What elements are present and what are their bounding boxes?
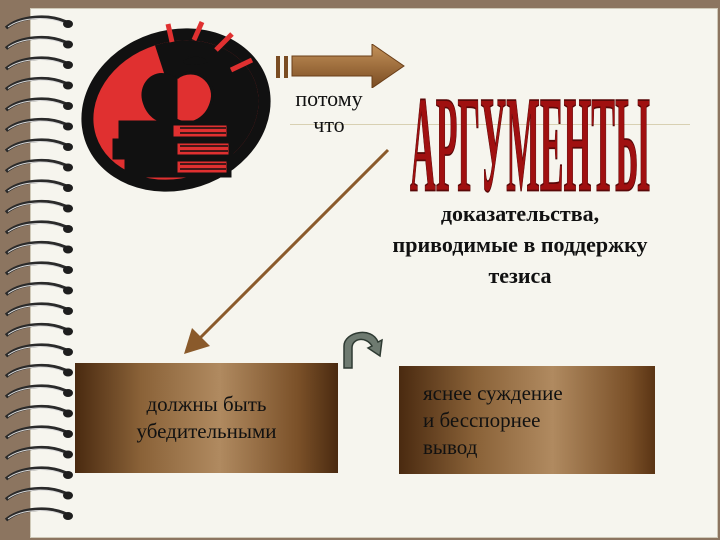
apple-on-books-icon (81, 20, 271, 192)
spiral-ring (4, 282, 73, 296)
spiral-ring (4, 118, 73, 132)
spiral-ring (4, 343, 73, 358)
spiral-ring (4, 446, 73, 460)
spiral-ring (4, 77, 73, 91)
spiral-ring (4, 405, 73, 419)
spiral-ring (4, 487, 73, 501)
cycle-arrow-icon (343, 331, 383, 369)
right-box: яснее суждение и бесспорнее вывод (399, 366, 655, 474)
spiral-ring (4, 507, 73, 522)
because-label: потому что (295, 86, 363, 137)
title-arguments: АРГУМЕНТЫ (409, 67, 651, 198)
divider-line (290, 124, 690, 125)
arrow-down-left-icon (184, 148, 390, 354)
title-text: АРГУМЕНТЫ (410, 68, 650, 198)
spiral-ring (4, 220, 73, 235)
spiral-ring (4, 364, 73, 378)
spiral-ring (4, 138, 73, 153)
spiral-ring (4, 241, 73, 255)
spiral-ring (4, 384, 73, 399)
left-box: должны быть убедительными (75, 363, 338, 473)
arrow-right-icon (276, 44, 405, 88)
spiral-ring (4, 179, 73, 194)
right-box-text: яснее суждение и бесспорнее вывод (423, 380, 563, 459)
spiral-ring (4, 466, 73, 481)
spiral-ring (4, 36, 73, 50)
definition-text: доказательства, приводимые в поддержку т… (392, 201, 648, 288)
spiral-ring (4, 323, 73, 337)
spiral-ring (4, 200, 73, 214)
spiral-ring (4, 56, 73, 71)
spiral-ring (4, 302, 73, 317)
spiral-ring (4, 97, 73, 112)
spiral-ring (4, 261, 73, 276)
spiral-ring (4, 15, 73, 30)
spiral-binding-icon (4, 15, 73, 522)
spiral-ring (4, 425, 73, 440)
left-box-text: должны быть убедительными (136, 392, 277, 443)
spiral-ring (4, 159, 73, 173)
